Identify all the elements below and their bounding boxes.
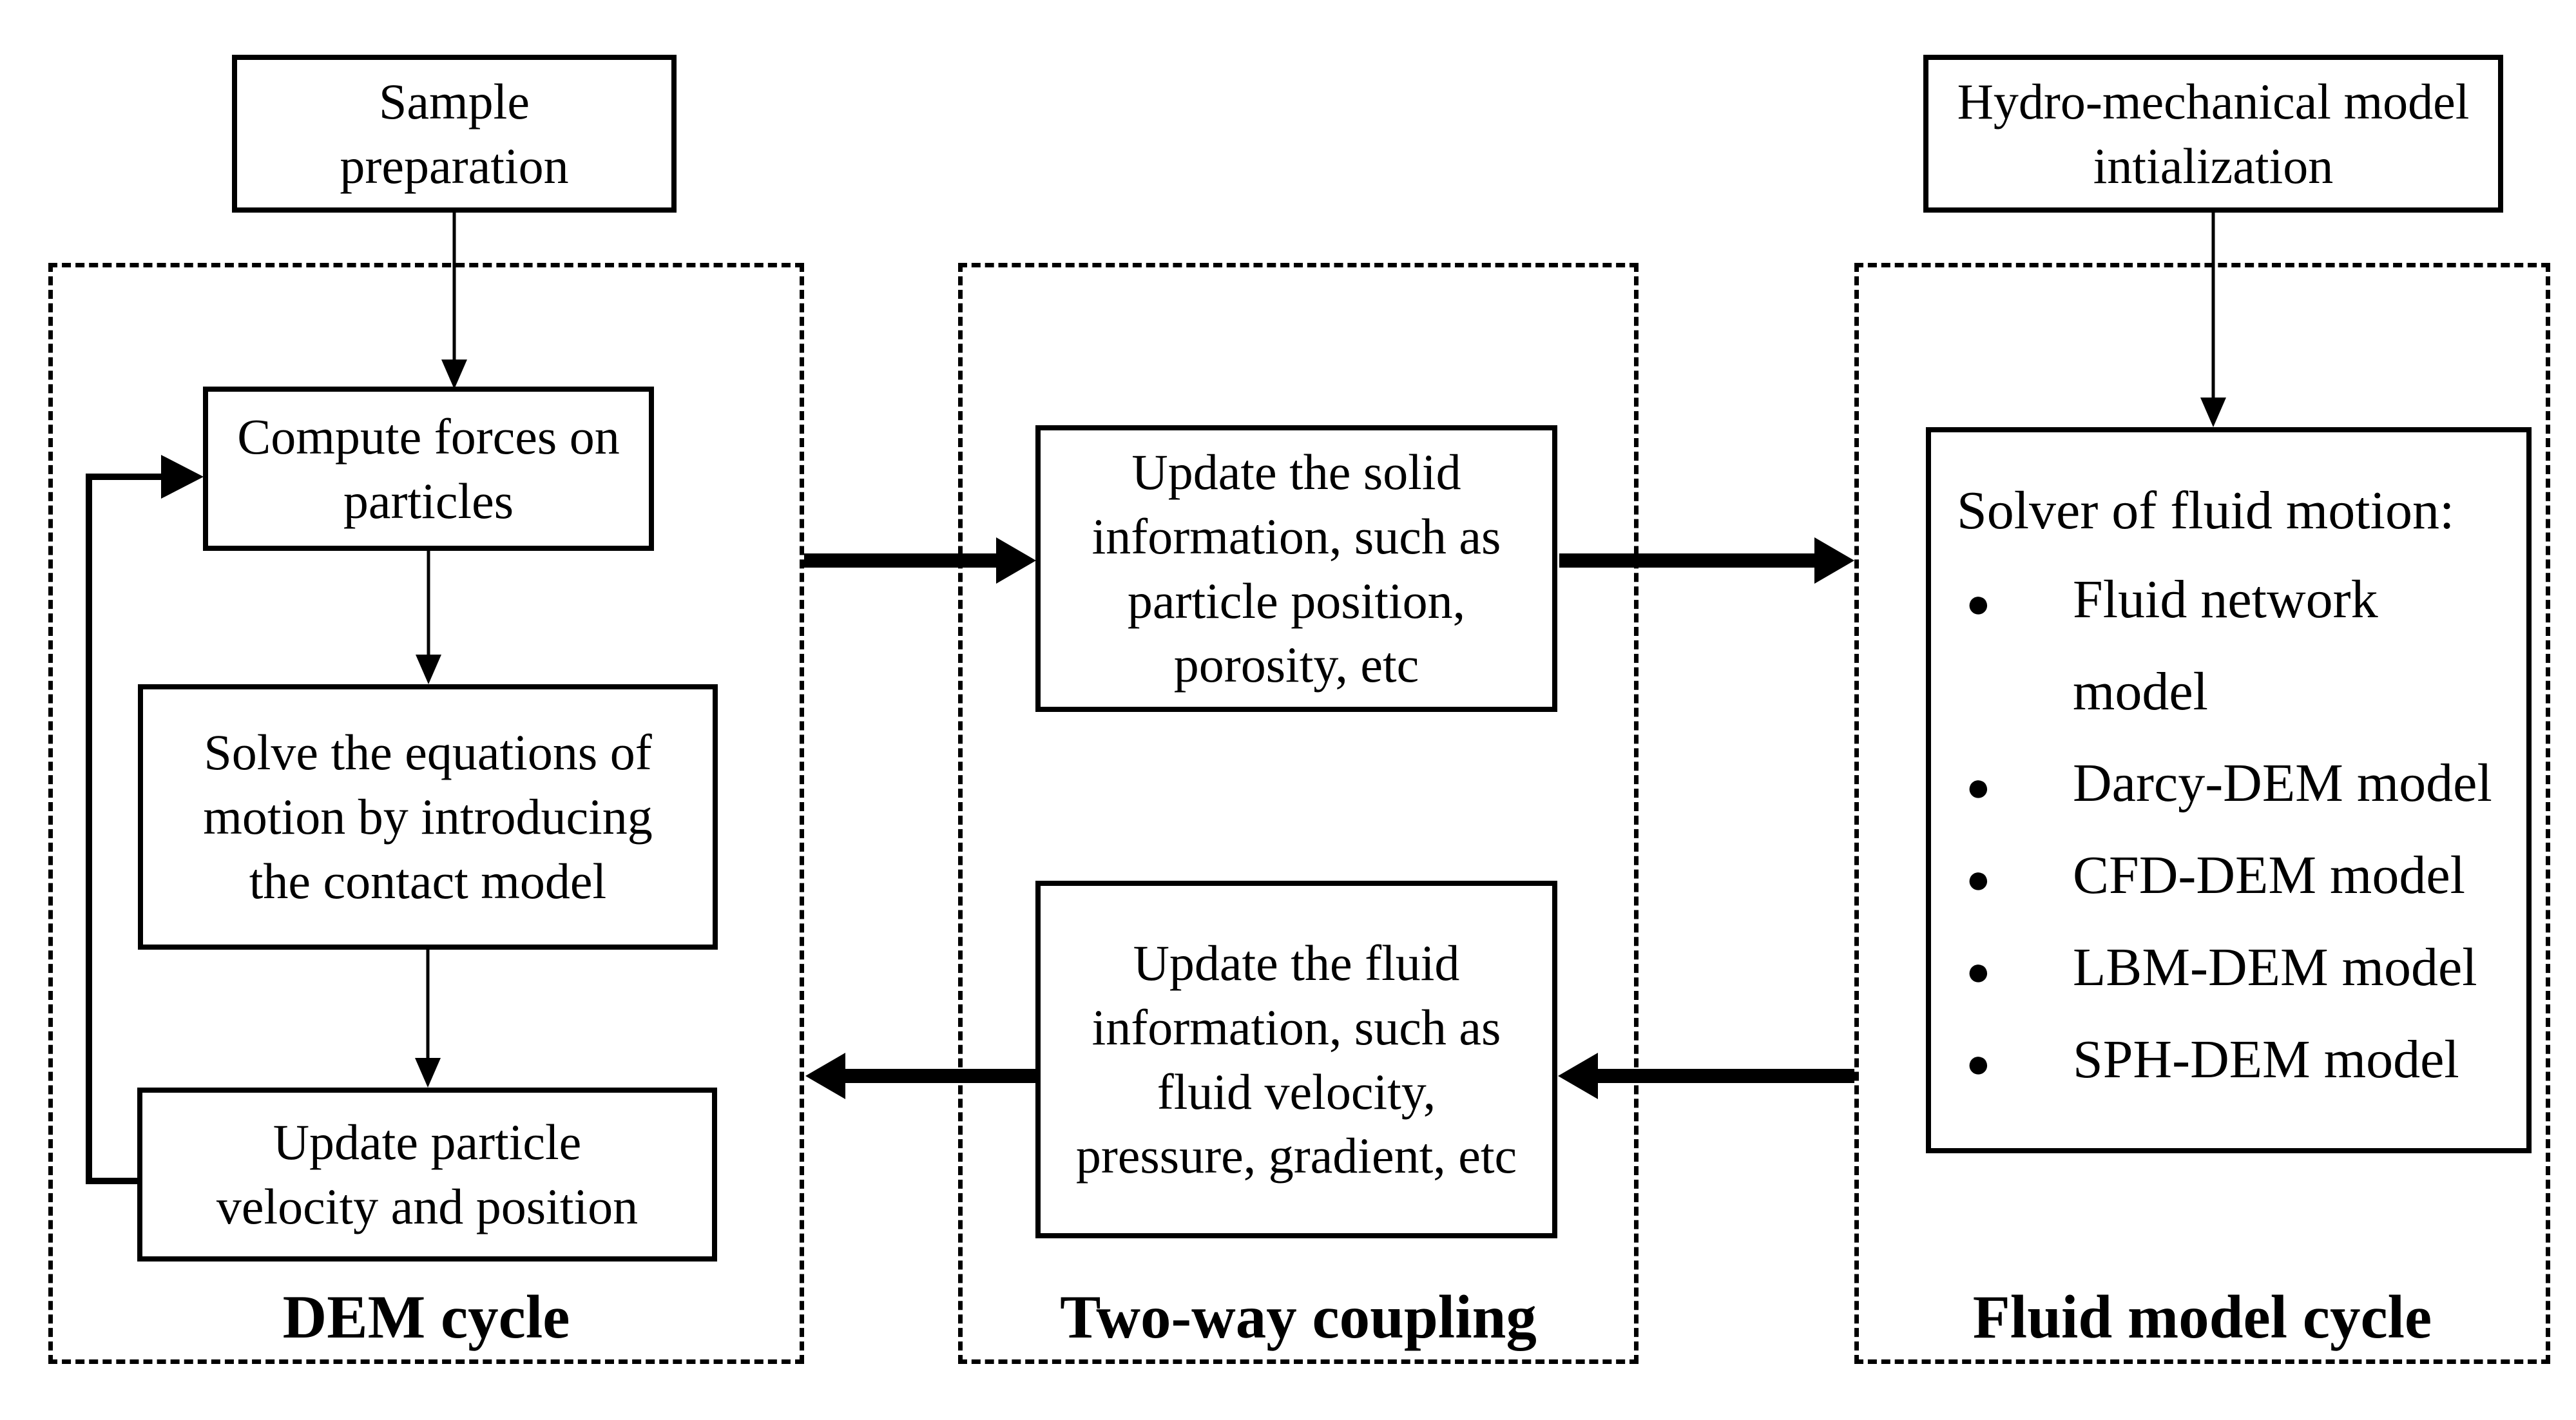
list-item: ● CFD-DEM model: [1957, 830, 2501, 922]
node-update-particle: Update particle velocity and position: [137, 1088, 717, 1262]
node-hydro-mechanical-initialization: Hydro-mechanical model intialization: [1923, 55, 2503, 213]
bullet-icon: ●: [1966, 1040, 1991, 1086]
fluid-solver-list: ● Fluid network model ● Darcy-DEM model …: [1957, 554, 2501, 1106]
list-item: ● Darcy-DEM model: [1957, 738, 2501, 830]
arrow-fluidinfo-to-dem-head: [805, 1053, 845, 1099]
list-item: ● SPH-DEM model: [1957, 1014, 2501, 1106]
bullet-icon: ●: [1966, 580, 1991, 626]
fluid-solver-option: Fluid network model: [2073, 569, 2378, 722]
bullet-icon: ●: [1966, 856, 1991, 903]
bullet-icon: ●: [1966, 948, 1991, 994]
fluid-solver-option: Darcy-DEM model: [2073, 753, 2492, 814]
section-two-way-coupling: Two-way coupling: [958, 263, 1639, 1364]
node-update-solid-info: Update the solid information, such as pa…: [1035, 425, 1557, 712]
fluid-solver-option: LBM-DEM model: [2073, 937, 2477, 997]
fluid-solver-option: CFD-DEM model: [2073, 845, 2465, 906]
section-label-two-way-coupling: Two-way coupling: [1060, 1282, 1537, 1351]
fluid-solver-title: Solver of fluid motion:: [1957, 481, 2455, 541]
section-dem-cycle: DEM cycle: [48, 263, 804, 1364]
list-item: ● LBM-DEM model: [1957, 922, 2501, 1014]
node-fluid-solver: Solver of fluid motion: ● Fluid network …: [1926, 427, 2532, 1153]
section-fluid-model-cycle: Fluid model cycle: [1854, 263, 2550, 1364]
node-solve-equations: Solve the equations of motion by introdu…: [138, 684, 718, 950]
node-sample-preparation: Sample preparation: [232, 55, 677, 213]
section-label-fluid-model-cycle: Fluid model cycle: [1972, 1282, 2432, 1351]
list-item: ● Fluid network model: [1957, 554, 2501, 738]
node-compute-forces: Compute forces on particles: [203, 387, 654, 551]
fluid-solver-option: SPH-DEM model: [2073, 1029, 2459, 1089]
arrow-solidinfo-to-fluid-head: [1814, 537, 1854, 584]
bullet-icon: ●: [1966, 764, 1991, 811]
section-label-dem-cycle: DEM cycle: [282, 1282, 570, 1351]
node-update-fluid-info: Update the fluid information, such as fl…: [1035, 881, 1557, 1238]
